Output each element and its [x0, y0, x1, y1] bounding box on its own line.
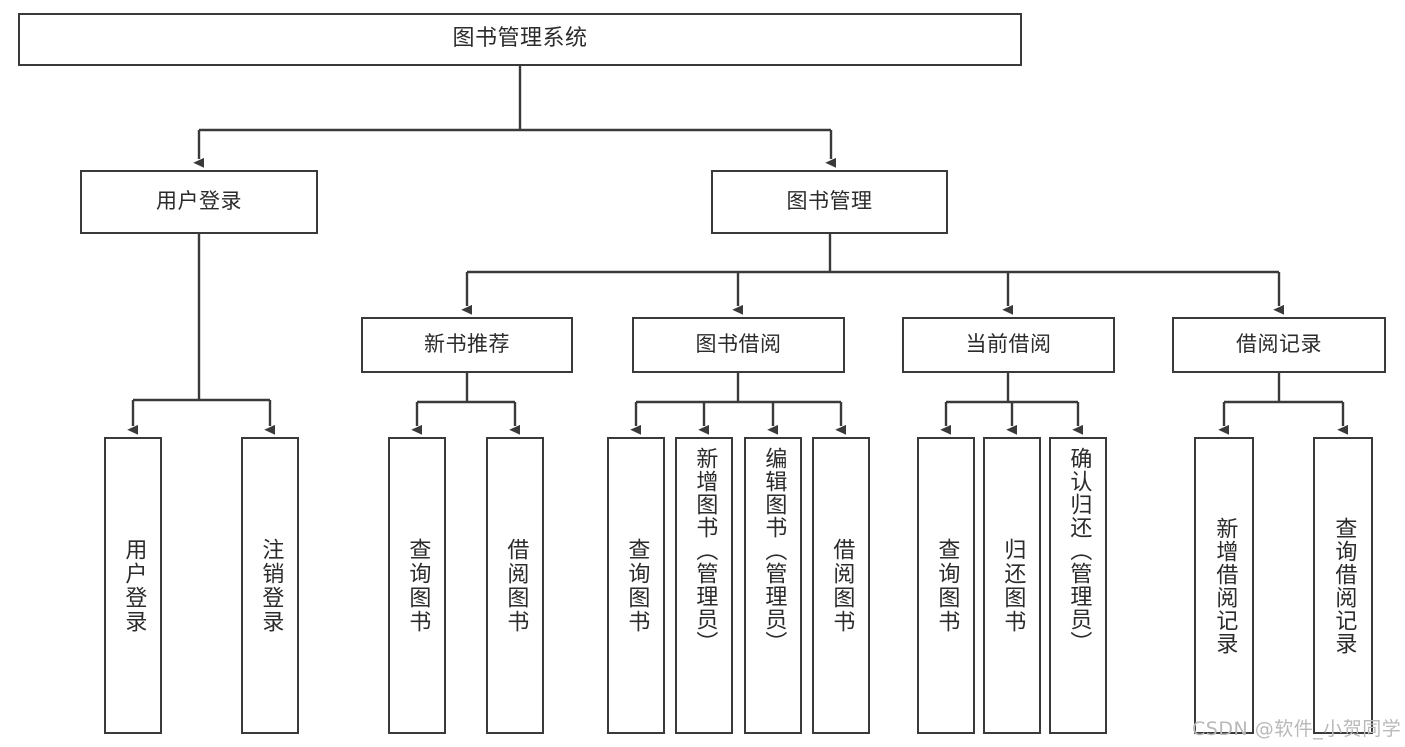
leaf-borrow-edit-book[interactable]: 编辑图书（管理员） [744, 437, 802, 734]
leaf-record-query-record-label: 查询借阅记录 [1331, 516, 1357, 655]
node-book-borrow[interactable]: 图书借阅 [632, 317, 845, 373]
edge-group-new-book-rec [411, 373, 521, 435]
edge-group-borrow-record [1218, 373, 1349, 435]
node-user-login-label: 用户登录 [156, 189, 242, 214]
node-root[interactable]: 图书管理系统 [18, 13, 1022, 66]
edge-group-root [193, 66, 837, 168]
node-new-book-recommend[interactable]: 新书推荐 [361, 317, 573, 373]
leaf-borrow-add-book[interactable]: 新增图书（管理员） [675, 437, 733, 734]
leaf-recommend-query-book[interactable]: 查询图书 [388, 437, 446, 734]
node-borrow-record[interactable]: 借阅记录 [1172, 317, 1386, 373]
node-user-login[interactable]: 用户登录 [80, 170, 318, 234]
edge-group-user-login [127, 234, 276, 435]
leaf-borrow-add-book-label: 新增图书（管理员） [692, 447, 718, 654]
leaf-record-add-record[interactable]: 新增借阅记录 [1194, 437, 1254, 734]
edge-group-book-borrow [630, 373, 847, 435]
leaf-user-logout[interactable]: 注销登录 [241, 437, 299, 734]
leaf-user-logout-label: 注销登录 [258, 537, 284, 634]
node-book-borrow-label: 图书借阅 [695, 332, 782, 357]
node-book-management[interactable]: 图书管理 [711, 170, 948, 234]
leaf-current-query-book[interactable]: 查询图书 [917, 437, 975, 734]
leaf-borrow-query-book-label: 查询图书 [624, 537, 650, 634]
leaf-user-login[interactable]: 用户登录 [104, 437, 162, 734]
edge-group-current-borrow [940, 373, 1084, 435]
leaf-recommend-borrow-book[interactable]: 借阅图书 [486, 437, 544, 734]
node-borrow-record-label: 借阅记录 [1236, 332, 1322, 357]
leaf-current-confirm-return[interactable]: 确认归还（管理员） [1049, 437, 1107, 734]
leaf-recommend-borrow-book-label: 借阅图书 [503, 537, 529, 634]
edge-group-book-manage [461, 234, 1285, 315]
node-root-label: 图书管理系统 [452, 26, 588, 52]
leaf-borrow-edit-book-label: 编辑图书（管理员） [761, 447, 787, 654]
leaf-borrow-borrow-book-label: 借阅图书 [829, 537, 855, 634]
node-book-management-label: 图书管理 [786, 189, 873, 214]
leaf-current-return-book-label: 归还图书 [1000, 537, 1026, 634]
leaf-current-return-book[interactable]: 归还图书 [983, 437, 1041, 734]
leaf-borrow-query-book[interactable]: 查询图书 [607, 437, 665, 734]
node-current-borrow[interactable]: 当前借阅 [902, 317, 1115, 373]
leaf-current-query-book-label: 查询图书 [934, 537, 960, 634]
csdn-watermark: CSDN @软件_小贺同学 [1192, 718, 1402, 740]
leaf-current-confirm-return-label: 确认归还（管理员） [1066, 447, 1092, 654]
leaf-record-query-record[interactable]: 查询借阅记录 [1313, 437, 1373, 734]
node-new-book-recommend-label: 新书推荐 [424, 332, 510, 357]
leaf-borrow-borrow-book[interactable]: 借阅图书 [812, 437, 870, 734]
leaf-record-add-record-label: 新增借阅记录 [1212, 516, 1238, 655]
leaf-recommend-query-book-label: 查询图书 [405, 537, 431, 634]
node-current-borrow-label: 当前借阅 [965, 332, 1052, 357]
leaf-user-login-label: 用户登录 [121, 537, 147, 634]
